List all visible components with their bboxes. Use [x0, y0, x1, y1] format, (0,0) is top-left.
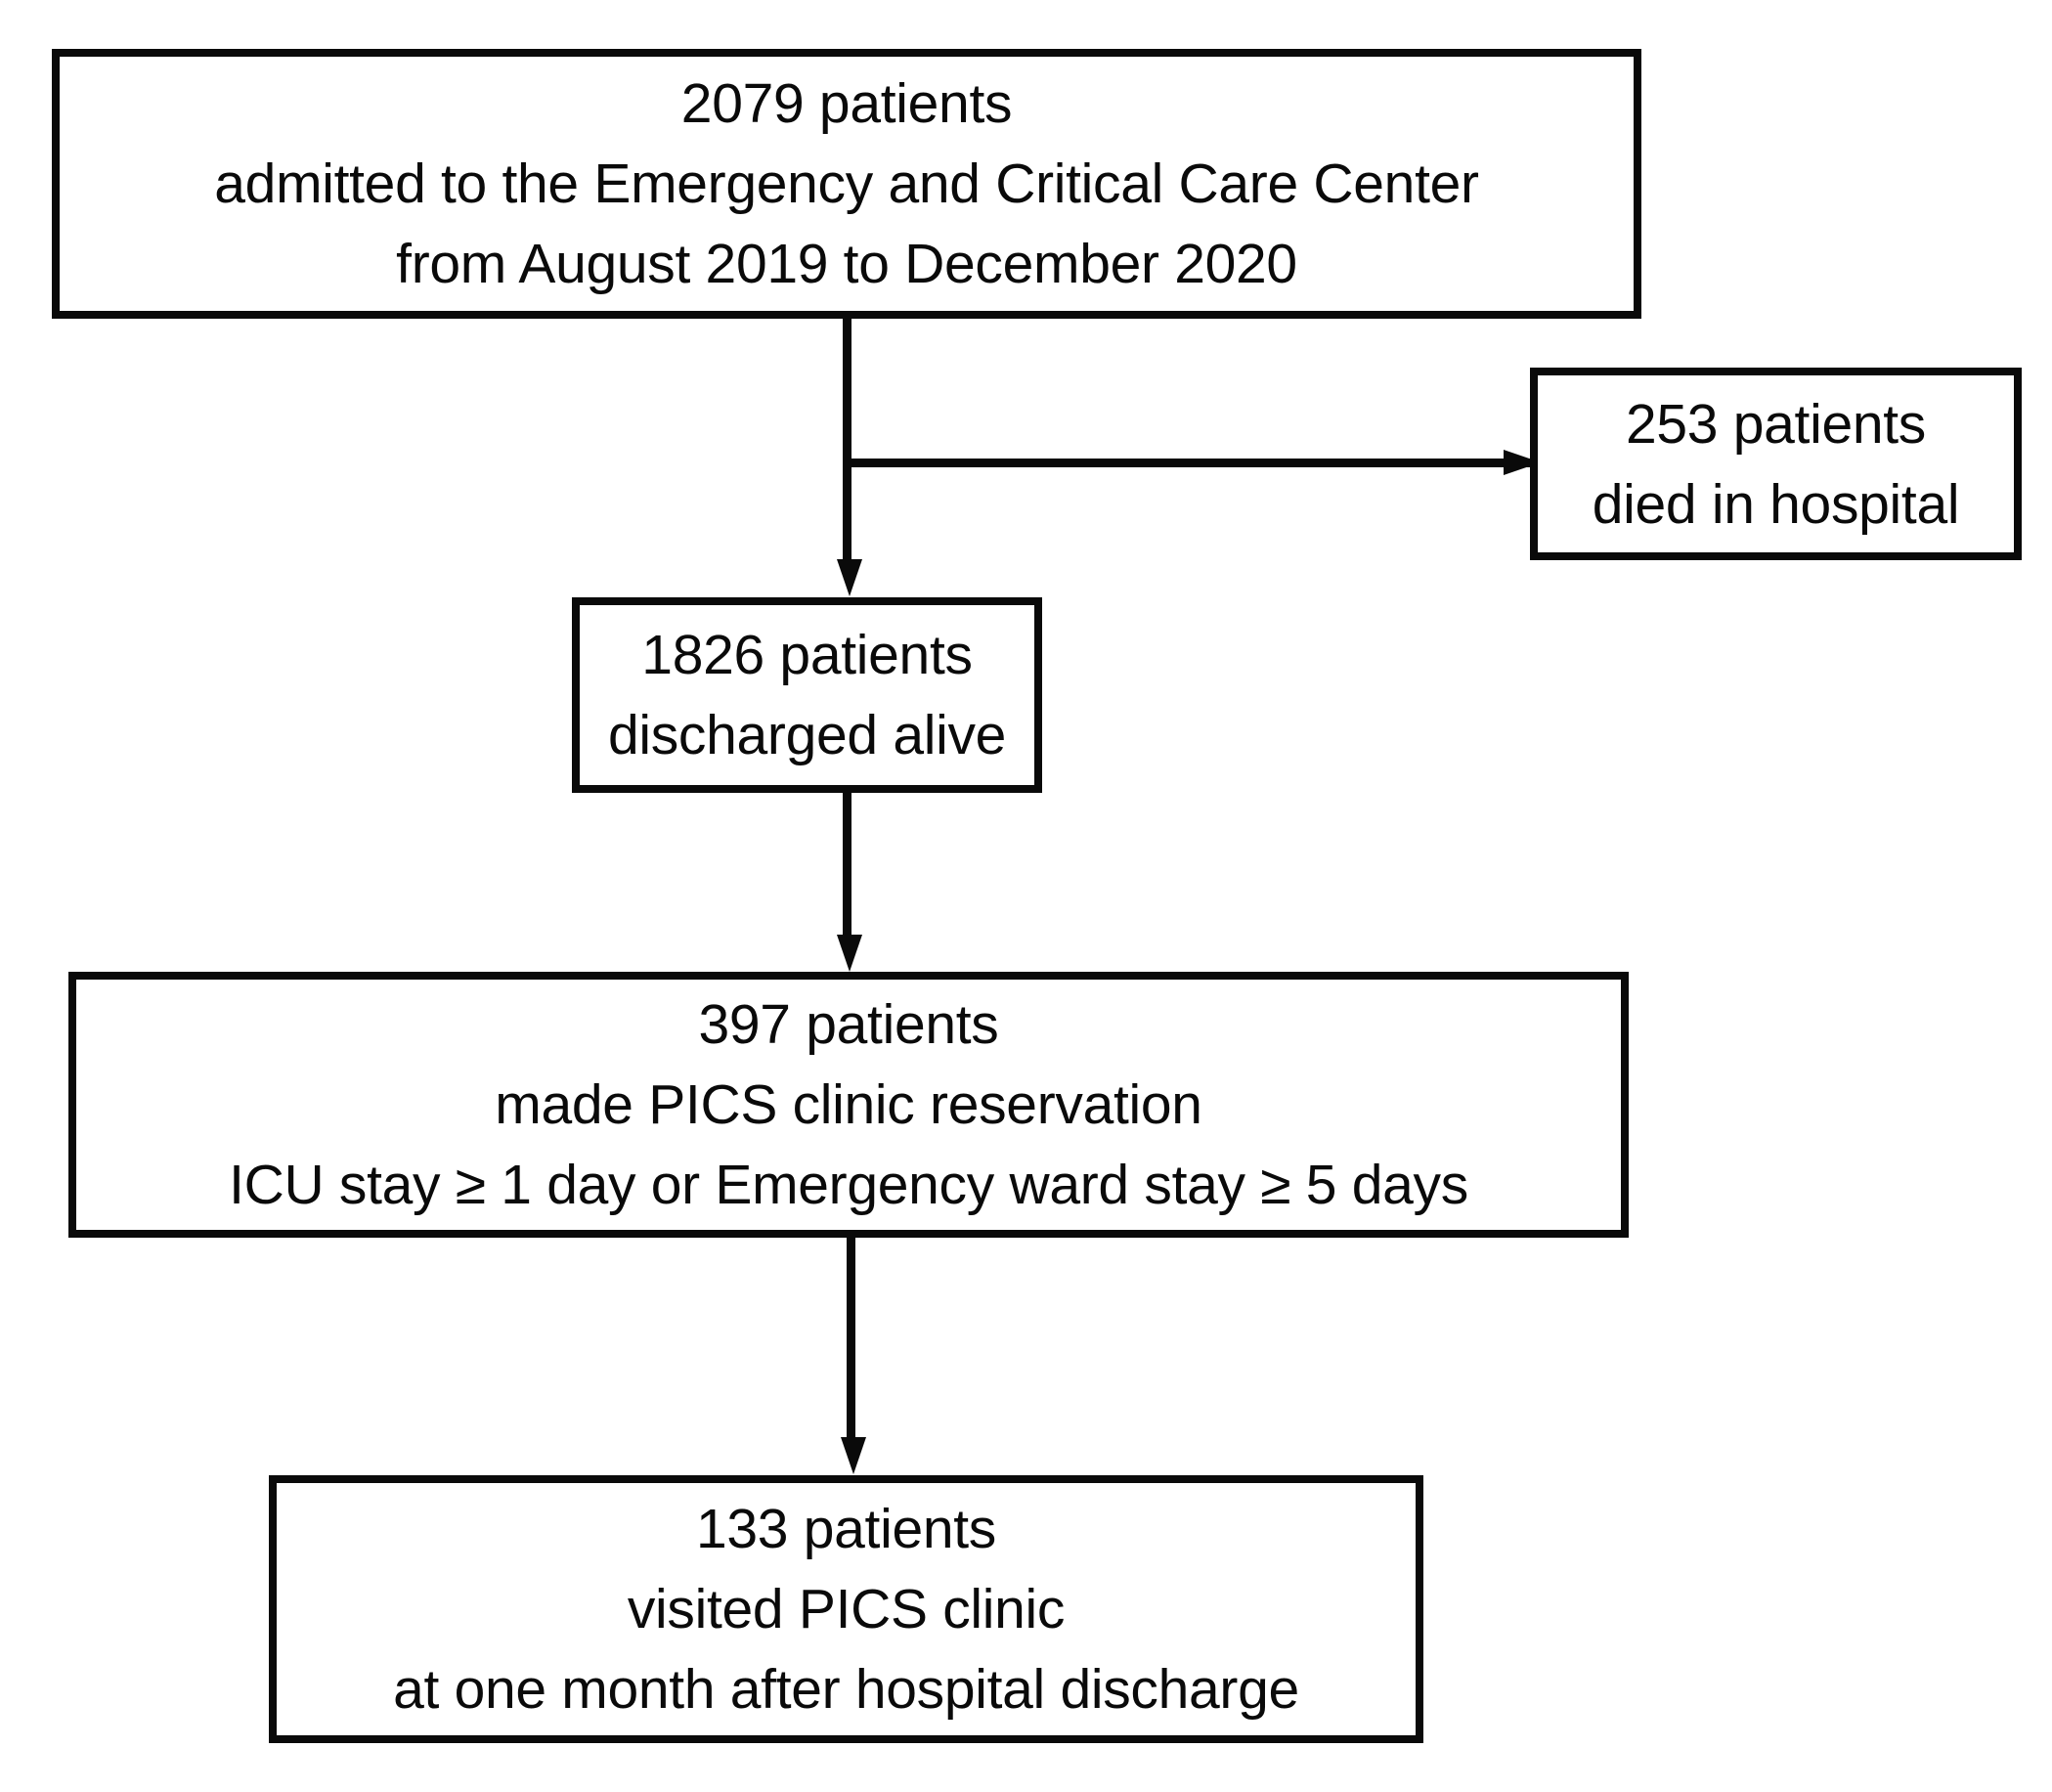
node-reserved-line-2: made PICS clinic reservation: [495, 1073, 1202, 1136]
node-visited-pics-clinic: 133 patients visited PICS clinic at one …: [269, 1475, 1423, 1743]
node-admitted: 2079 patients admitted to the Emergency …: [52, 49, 1641, 319]
node-reserved-line-3: ICU stay ≥ 1 day or Emergency ward stay …: [229, 1154, 1468, 1216]
edge-reserved-to-visited-stem: [847, 1238, 855, 1443]
arrow-down-icon: [837, 559, 862, 596]
arrow-down-icon: [837, 935, 862, 972]
node-admitted-line-3: from August 2019 to December 2020: [396, 233, 1297, 295]
arrow-down-icon: [841, 1437, 866, 1474]
edge-admitted-to-died-stem: [847, 459, 1541, 467]
node-visited-line-3: at one month after hospital discharge: [393, 1658, 1299, 1721]
node-visited-line-2: visited PICS clinic: [627, 1578, 1066, 1640]
node-visited-line-1: 133 patients: [696, 1498, 996, 1560]
node-made-pics-reservation: 397 patients made PICS clinic reservatio…: [68, 972, 1629, 1238]
node-admitted-line-2: admitted to the Emergency and Critical C…: [214, 153, 1479, 215]
edge-admitted-to-discharged-stem: [843, 319, 851, 575]
node-died-line-2: died in hospital: [1592, 472, 1960, 536]
node-reserved-line-1: 397 patients: [698, 993, 999, 1056]
edge-discharged-to-reserved-stem: [843, 793, 851, 941]
node-died-line-1: 253 patients: [1626, 392, 1926, 456]
node-died-in-hospital: 253 patients died in hospital: [1530, 368, 2022, 560]
node-discharged-line-1: 1826 patients: [641, 624, 973, 686]
node-discharged-alive: 1826 patients discharged alive: [572, 597, 1042, 793]
node-admitted-line-1: 2079 patients: [680, 72, 1013, 135]
node-discharged-line-2: discharged alive: [607, 704, 1007, 766]
